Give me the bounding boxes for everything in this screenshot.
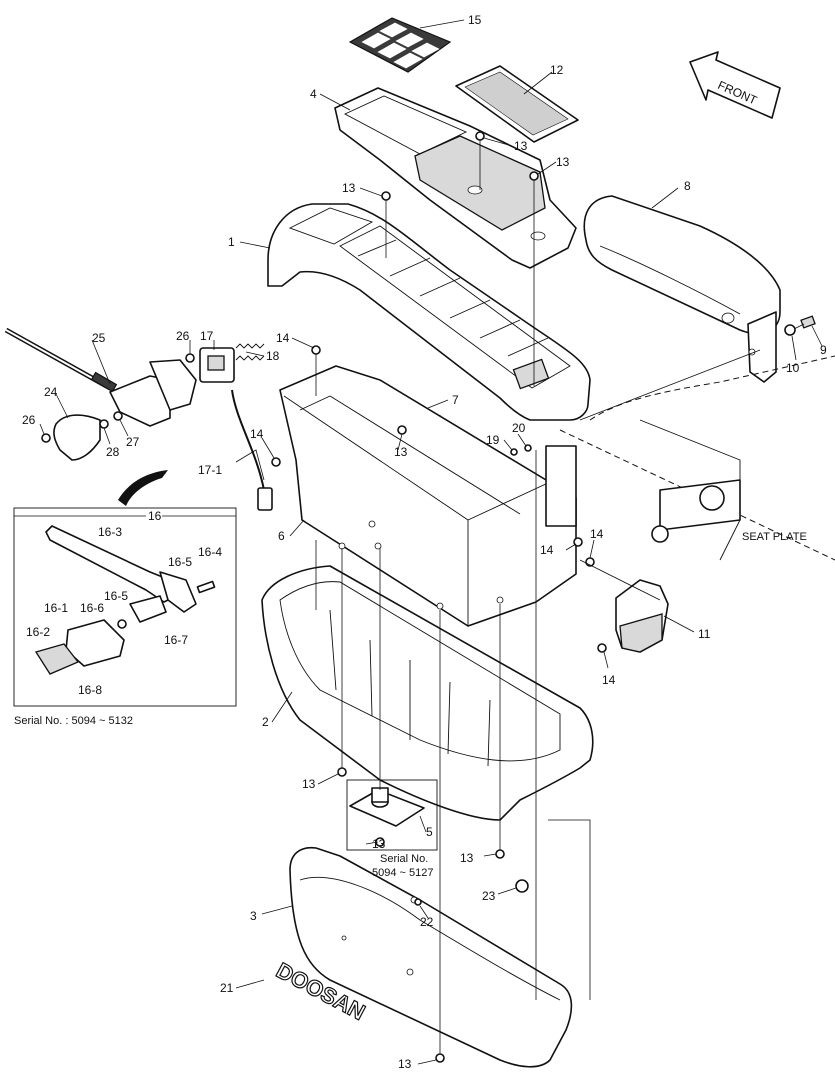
screw-13-bottom-right (495, 849, 505, 859)
screw-28 (99, 419, 109, 429)
label-7: 7 (452, 393, 459, 407)
part-6-frame-box (279, 365, 577, 627)
part-15-keypad (348, 17, 452, 73)
label-13-a: 13 (514, 139, 528, 153)
part-17-1-cable (231, 389, 273, 511)
label-5: 5 (426, 825, 433, 839)
label-13-c: 13 (342, 181, 356, 195)
part-9-bolt (791, 315, 816, 331)
serial-no-label: Serial No. (380, 853, 428, 865)
label-25: 25 (92, 331, 106, 345)
label-16-7: 16-7 (164, 633, 188, 647)
label-13-b: 13 (556, 155, 570, 169)
label-16-1: 16-1 (44, 601, 68, 615)
screw-13-base (435, 1053, 445, 1063)
screw-22 (414, 898, 422, 906)
screw-13-right (529, 171, 539, 181)
callout-labels: 15 12 4 13 13 13 8 1 9 10 25 26 17 18 14… (14, 13, 827, 1071)
serial-inset-note: Serial No. : 5094 ~ 5132 (14, 715, 133, 727)
label-23: 23 (482, 889, 496, 903)
label-26-a: 26 (176, 329, 190, 343)
label-2: 2 (262, 715, 269, 729)
seat-plate-label: SEAT PLATE (742, 531, 807, 543)
screw-14-side (271, 457, 281, 467)
label-13-e: 13 (302, 777, 316, 791)
label-16-8: 16-8 (78, 683, 102, 697)
washer-27 (113, 411, 123, 421)
seat-plate-outline (559, 355, 835, 561)
screw-20 (524, 444, 532, 452)
screw-13-frame (381, 191, 391, 201)
label-14-e: 14 (602, 673, 616, 687)
label-16: 16 (148, 509, 162, 523)
label-18: 18 (266, 349, 280, 363)
label-16-6: 16-6 (80, 601, 104, 615)
part-24-handle (53, 414, 101, 461)
screw-14-bottom (597, 643, 607, 653)
screw-13-mid (397, 425, 407, 435)
label-11: 11 (698, 627, 711, 641)
label-27: 27 (126, 435, 140, 449)
label-24: 24 (44, 385, 58, 399)
front-arrow: FRONT (689, 51, 781, 119)
label-12: 12 (550, 63, 564, 77)
part-17-switch (199, 347, 235, 383)
label-16-5-a: 16-5 (168, 555, 192, 569)
inset-16-group (13, 470, 237, 707)
screw-13-top (475, 131, 485, 141)
label-13-g: 13 (460, 851, 474, 865)
label-16-4: 16-4 (198, 545, 222, 559)
label-1: 1 (228, 235, 235, 249)
label-16-3: 16-3 (98, 525, 122, 539)
label-28: 28 (106, 445, 120, 459)
leader-lines (39, 19, 823, 1065)
part-12-mat (455, 65, 579, 143)
screw-19 (510, 448, 518, 456)
screw-23 (515, 879, 529, 893)
part-25-lever (4, 327, 197, 427)
label-13-d: 13 (394, 445, 408, 459)
label-16-5-b: 16-5 (104, 589, 128, 603)
label-20: 20 (512, 421, 526, 435)
label-14-c: 14 (540, 543, 554, 557)
part-1-console-frame (267, 203, 591, 421)
label-6: 6 (278, 529, 285, 543)
label-17-1: 17-1 (198, 463, 222, 477)
label-14-d: 14 (590, 527, 604, 541)
label-4: 4 (310, 87, 317, 101)
serial-range-label: 5094 ~ 5127 (372, 867, 433, 879)
label-21: 21 (220, 981, 234, 995)
part-18-spring (235, 343, 265, 361)
label-22: 22 (420, 915, 434, 929)
label-13-f: 13 (372, 837, 386, 851)
label-19: 19 (486, 433, 500, 447)
label-26-b: 26 (22, 413, 36, 427)
assembly-lines (315, 140, 761, 1054)
label-13-h: 13 (398, 1057, 412, 1071)
label-16-2: 16-2 (26, 625, 50, 639)
part-2-lower-tray (261, 565, 594, 821)
screw-13-left (337, 767, 347, 777)
label-9: 9 (820, 343, 827, 357)
part-11-block (615, 579, 669, 653)
screw-26-left (41, 433, 51, 443)
part-8-armrest (583, 195, 781, 383)
label-10: 10 (786, 361, 800, 375)
label-8: 8 (684, 179, 691, 193)
label-3: 3 (250, 909, 257, 923)
part-3-lower-cover (289, 846, 573, 1068)
label-17: 17 (200, 329, 214, 343)
label-15: 15 (468, 13, 482, 27)
screw-26-top (185, 353, 195, 363)
label-14-a: 14 (276, 331, 290, 345)
label-14-b: 14 (250, 427, 264, 441)
part-10-washer (784, 324, 796, 336)
